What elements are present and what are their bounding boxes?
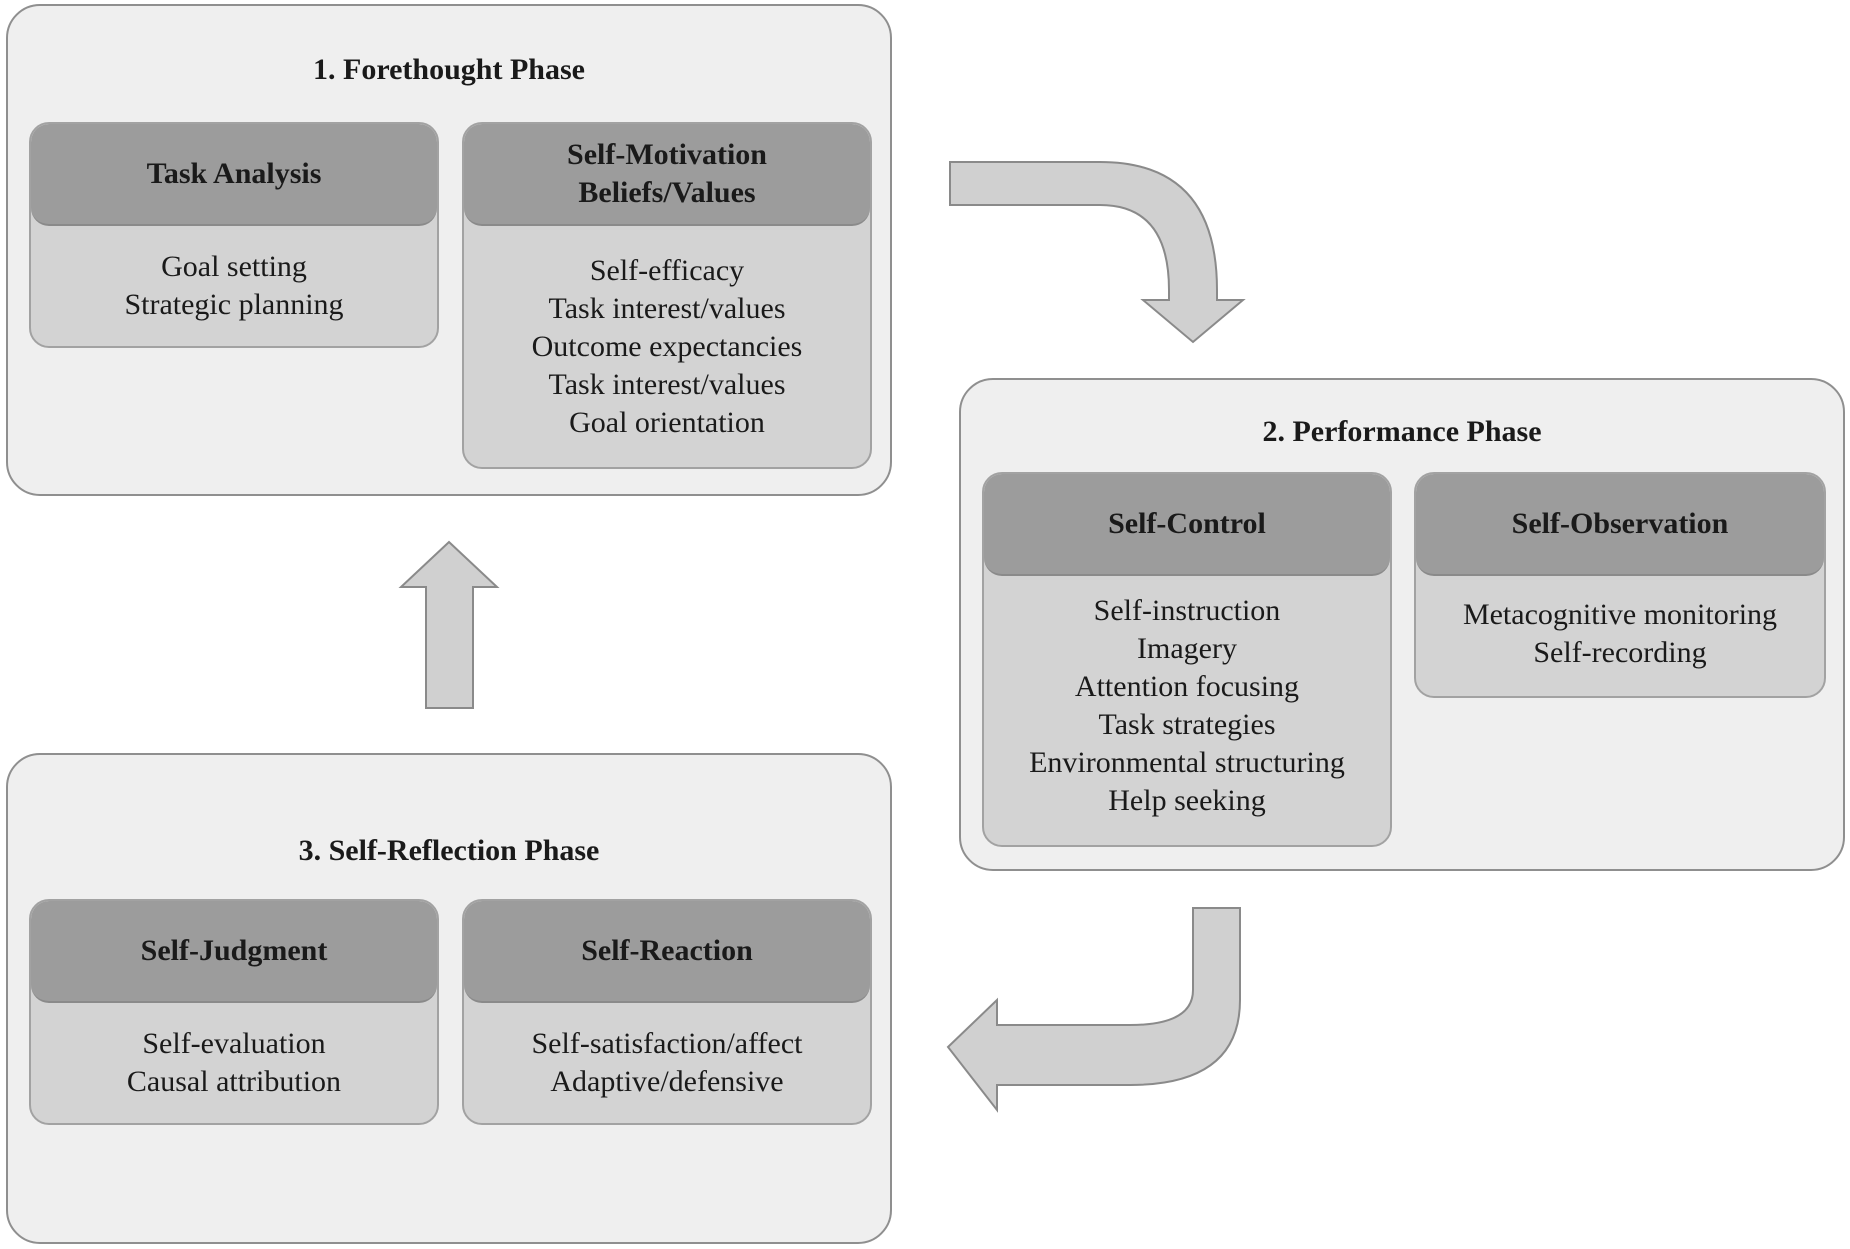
task-analysis-title: Task Analysis — [146, 157, 322, 190]
list-item: Adaptive/defensive — [550, 1065, 784, 1098]
self-control-items: Self-instruction Imagery Attention focus… — [984, 592, 1390, 820]
self-reaction-title: Self-Reaction — [581, 934, 753, 967]
forethought-phase-panel: 1. Forethought Phase Task Analysis Goal … — [6, 4, 892, 496]
list-item: Task strategies — [1098, 708, 1276, 741]
self-observation-header: Self-Observation — [1416, 474, 1824, 576]
task-analysis-items: Goal setting Strategic planning — [31, 248, 437, 324]
arrow-forethought-to-performance — [949, 161, 1246, 344]
self-control-header: Self-Control — [984, 474, 1390, 576]
self-reaction-items: Self-satisfaction/affect Adaptive/defens… — [464, 1025, 870, 1101]
self-judgment-card: Self-Judgment Self-evaluation Causal att… — [29, 899, 439, 1125]
list-item: Imagery — [1137, 632, 1237, 665]
self-motivation-card: Self-Motivation Beliefs/Values Self-effi… — [462, 122, 872, 469]
self-judgment-header: Self-Judgment — [31, 901, 437, 1003]
performance-phase-panel: 2. Performance Phase Self-Control Self-i… — [959, 378, 1845, 871]
list-item: Help seeking — [1108, 784, 1266, 817]
self-judgment-title: Self-Judgment — [140, 934, 328, 967]
list-item: Self-evaluation — [142, 1027, 326, 1060]
task-analysis-header: Task Analysis — [31, 124, 437, 226]
list-item: Task interest/values — [548, 368, 786, 401]
self-motivation-title-line2: Beliefs/Values — [578, 176, 756, 209]
self-observation-card: Self-Observation Metacognitive monitorin… — [1414, 472, 1826, 698]
list-item: Goal setting — [161, 250, 307, 283]
list-item: Self-satisfaction/affect — [531, 1027, 803, 1060]
list-item: Goal orientation — [569, 406, 765, 439]
arrow-reflection-to-forethought — [398, 540, 500, 709]
list-item: Self-recording — [1533, 636, 1707, 669]
task-analysis-card: Task Analysis Goal setting Strategic pla… — [29, 122, 439, 348]
list-item: Strategic planning — [124, 288, 344, 321]
list-item: Outcome expectancies — [531, 330, 803, 363]
list-item: Environmental structuring — [1029, 746, 1345, 779]
self-motivation-title-line1: Self-Motivation — [567, 138, 767, 171]
self-reflection-phase-panel: 3. Self-Reflection Phase Self-Judgment S… — [6, 753, 892, 1244]
self-motivation-header: Self-Motivation Beliefs/Values — [464, 124, 870, 226]
self-observation-title: Self-Observation — [1511, 507, 1729, 540]
forethought-phase-title: 1. Forethought Phase — [313, 53, 585, 86]
self-judgment-items: Self-evaluation Causal attribution — [31, 1025, 437, 1101]
self-reaction-header: Self-Reaction — [464, 901, 870, 1003]
arrow-performance-to-reflection — [946, 907, 1241, 1113]
list-item: Task interest/values — [548, 292, 786, 325]
list-item: Attention focusing — [1074, 670, 1300, 703]
self-observation-items: Metacognitive monitoring Self-recording — [1416, 596, 1824, 672]
list-item: Metacognitive monitoring — [1462, 598, 1778, 631]
self-control-title: Self-Control — [1108, 507, 1266, 540]
self-reflection-phase-title: 3. Self-Reflection Phase — [298, 834, 600, 867]
list-item: Self-instruction — [1093, 594, 1281, 627]
list-item: Causal attribution — [126, 1065, 342, 1098]
self-control-card: Self-Control Self-instruction Imagery At… — [982, 472, 1392, 847]
self-reaction-card: Self-Reaction Self-satisfaction/affect A… — [462, 899, 872, 1125]
list-item: Self-efficacy — [589, 254, 745, 287]
performance-phase-title: 2. Performance Phase — [1262, 415, 1542, 448]
self-motivation-items: Self-efficacy Task interest/values Outco… — [464, 252, 870, 442]
